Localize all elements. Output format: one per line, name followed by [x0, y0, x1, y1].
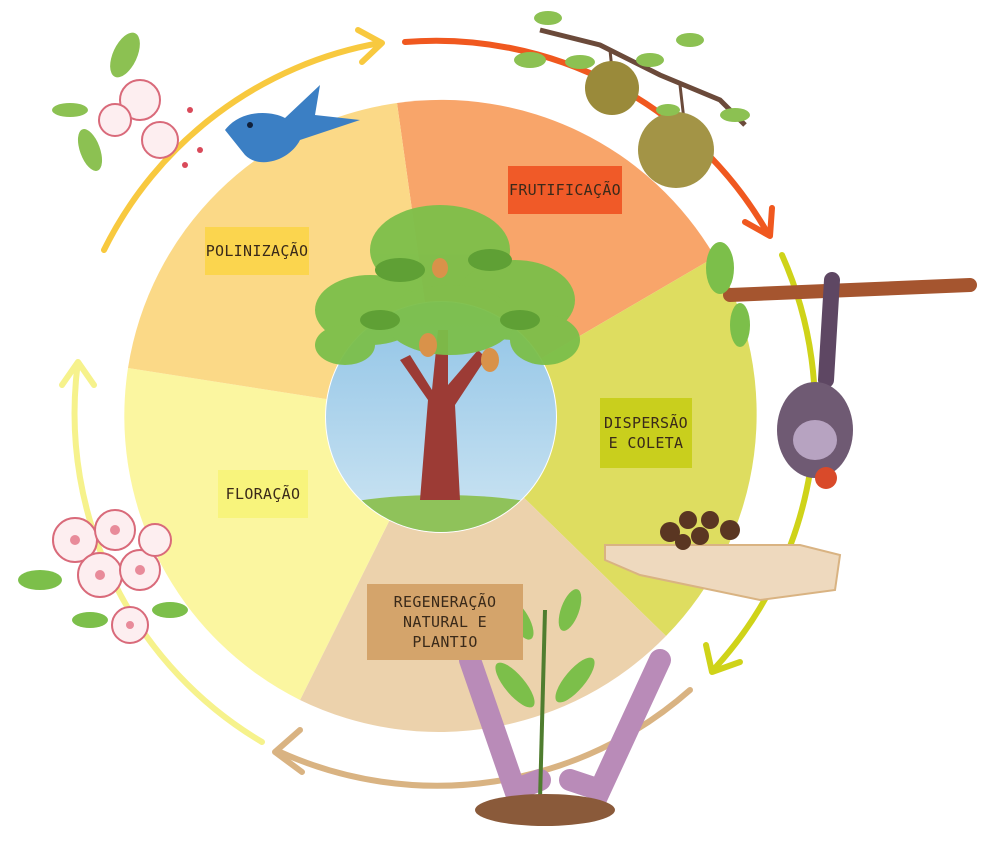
dispersao-label: DISPERSÃO E COLETA — [600, 398, 692, 468]
arrowhead-tan — [272, 727, 305, 775]
flowers-icon — [18, 509, 188, 644]
arrowhead-olive — [703, 642, 743, 675]
monkey-icon — [706, 242, 977, 489]
seedling-hands-icon — [459, 589, 671, 826]
fruit-branch-icon — [514, 11, 750, 188]
tree-icon — [315, 205, 580, 533]
regeneracao-label: REGENERAÇÃO NATURAL E PLANTIO — [367, 584, 523, 660]
arrow-polinizacao-to-frutificacao — [101, 40, 383, 253]
polinizacao-label: POLINIZAÇÃO — [205, 227, 309, 275]
frutificacao-label: FRUTIFICAÇÃO — [508, 166, 622, 214]
bird-icon — [225, 85, 360, 163]
floracao-label: FLORAÇÃO — [218, 470, 308, 518]
arrowhead-gold — [355, 27, 385, 65]
seeds-hand-icon — [604, 511, 842, 602]
arrowhead-yellow — [59, 359, 97, 388]
arrowhead-orange — [742, 205, 775, 239]
flower-branch-icon — [52, 32, 203, 171]
